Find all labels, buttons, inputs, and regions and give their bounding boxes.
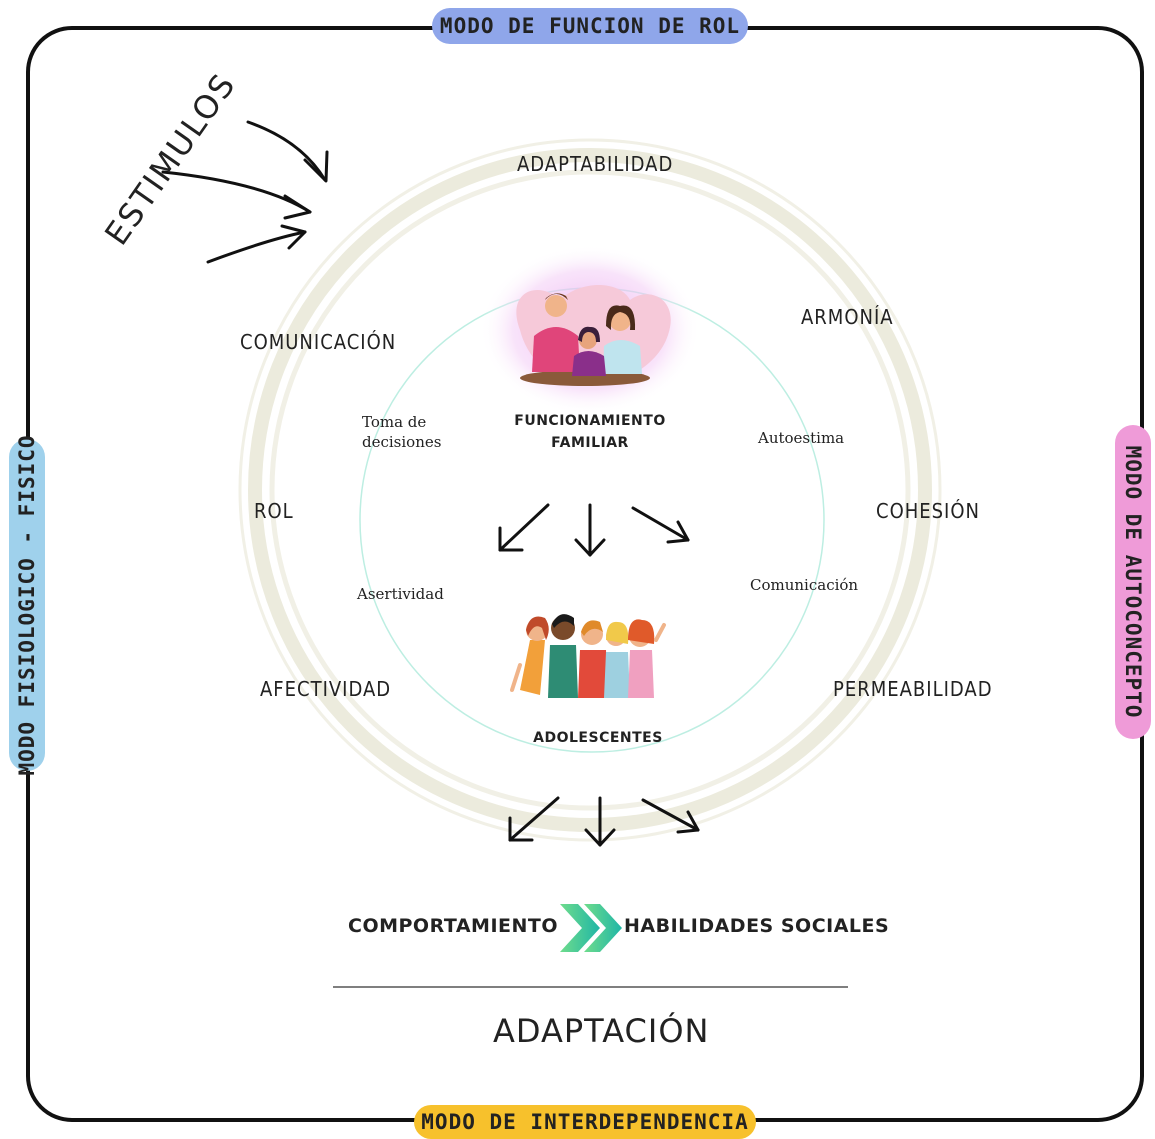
behavior-label: COMPORTAMIENTO <box>348 915 559 937</box>
arrow-icon <box>498 503 550 552</box>
family-arrows <box>498 503 690 557</box>
label-toma-line2: decisiones <box>362 433 442 451</box>
stimulus-arrows <box>161 120 329 264</box>
label-asertividad: Asertividad <box>357 585 444 603</box>
family-functioning-line2: FAMILIAR <box>551 435 629 451</box>
adolescents-label: ADOLESCENTES <box>533 730 663 746</box>
outer-ring <box>238 138 942 842</box>
label-comunicacion-inner: Comunicación <box>750 576 859 594</box>
label-autoestima: Autoestima <box>758 429 845 447</box>
family-functioning-line1: FUNCIONAMIENTO <box>514 413 666 429</box>
arrow-icon <box>246 120 327 182</box>
adolescents-illustration <box>510 614 666 698</box>
mode-tag-interdependence: MODO DE INTERDEPENDENCIA <box>414 1105 756 1139</box>
label-permeabilidad: PERMEABILIDAD <box>833 677 993 701</box>
arrow-icon <box>508 796 560 842</box>
label-comunicacion: COMUNICACIÓN <box>240 330 397 354</box>
label-rol: ROL <box>254 499 294 523</box>
label-afectividad: AFECTIVIDAD <box>260 677 392 701</box>
double-chevron-icon <box>560 904 622 952</box>
family-illustration <box>480 245 700 415</box>
arrow-icon <box>161 170 312 214</box>
label-armonia: ARMONÍA <box>801 305 894 329</box>
arrow-icon <box>206 230 307 264</box>
social-skills-label: HABILIDADES SOCIALES <box>624 915 890 937</box>
label-toma-decisiones: Toma de decisiones <box>362 412 441 452</box>
mode-tag-role-function: MODO DE FUNCION DE ROL <box>432 8 748 44</box>
family-functioning-label: FUNCIONAMIENTO FAMILIAR <box>500 410 680 454</box>
adolescent-arrows <box>508 796 700 847</box>
label-adaptabilidad: ADAPTABILIDAD <box>517 152 674 176</box>
arrow-icon <box>641 798 700 832</box>
arrow-icon <box>631 506 690 542</box>
label-cohesion: COHESIÓN <box>876 499 980 523</box>
adaptation-label: ADAPTACIÓN <box>493 1012 710 1050</box>
label-toma-line1: Toma de <box>362 413 427 431</box>
